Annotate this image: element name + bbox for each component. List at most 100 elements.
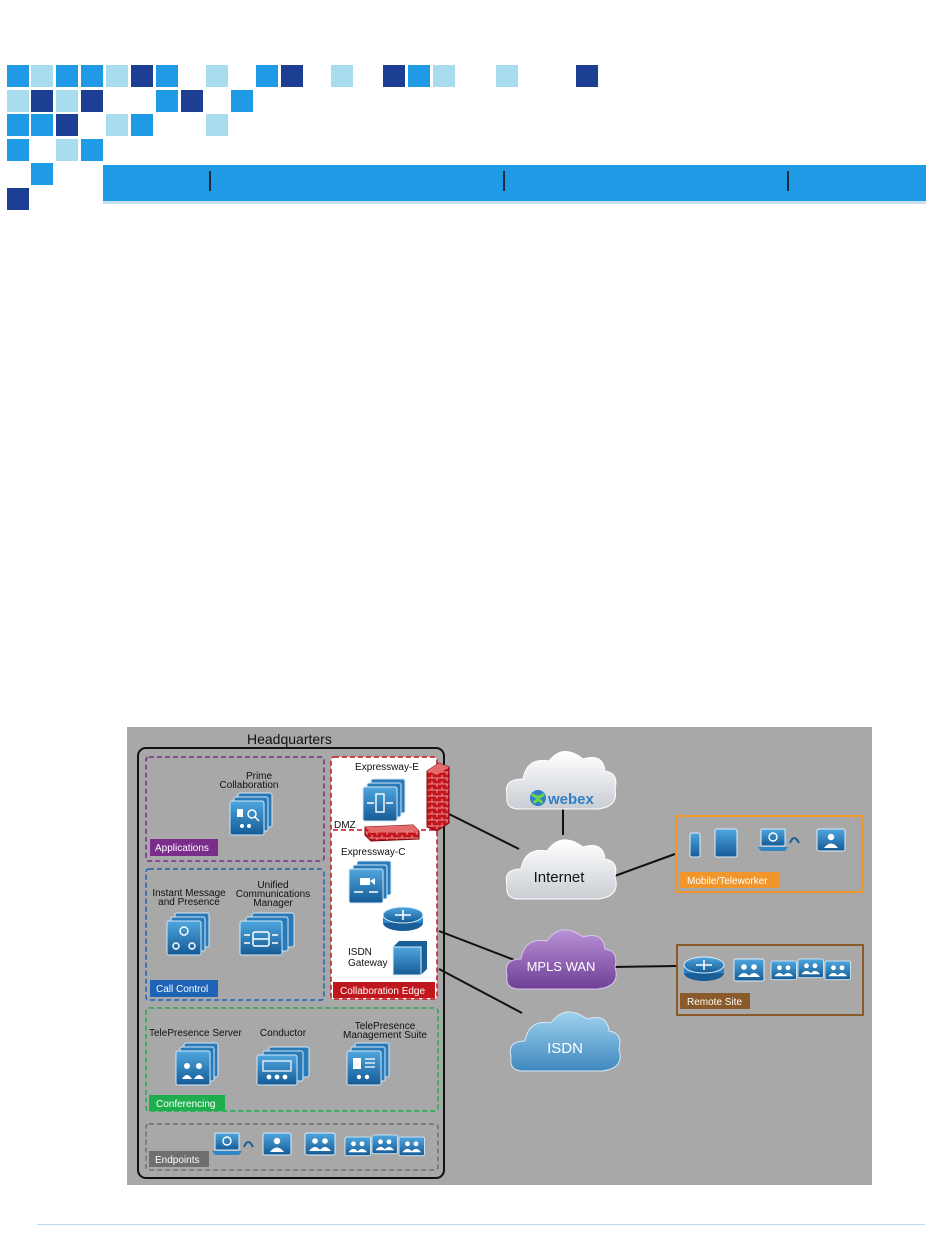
prime-collaboration-label-line1: Prime (246, 771, 273, 782)
dmz-label: DMZ (334, 820, 356, 831)
logo-tile (7, 139, 29, 161)
mobile-teleworker-badge (680, 872, 780, 888)
headquarters-label: Headquarters (247, 731, 332, 747)
mobile-teleworker-zone (675, 815, 863, 893)
link-edge-isdn (438, 968, 523, 1014)
video-endpoint-icon (816, 828, 846, 852)
tms-label-line2: Management Suite (343, 1030, 427, 1041)
remote-desk-endpoint-icon (733, 958, 765, 982)
tms-label-line1: TelePresence (355, 1021, 416, 1032)
logo-tile (81, 139, 103, 161)
logo-tile (433, 65, 455, 87)
logo-tile (496, 65, 518, 87)
internet-cloud: Internet (505, 839, 617, 900)
logo-tile (231, 90, 253, 112)
collaboration-edge-badge-label: Collaboration Edge (340, 986, 425, 997)
logo-tile (56, 90, 78, 112)
expressway-e-label: Expressway-E (355, 762, 419, 773)
logo-tile (206, 65, 228, 87)
firewall-vertical-icon (426, 762, 450, 832)
logo-tile (7, 114, 29, 136)
laptop-endpoint-icon (212, 1132, 254, 1155)
logo-tile (7, 90, 29, 112)
link-dmz-internet (446, 812, 520, 850)
logo-tile (31, 163, 53, 185)
softphone-laptop-icon (758, 828, 800, 851)
ucm-label-line2: Communications (236, 889, 310, 900)
logo-tile (206, 114, 228, 136)
applications-badge (150, 839, 218, 856)
header-bar-divider (503, 171, 505, 191)
logo-tile (7, 188, 29, 210)
logo-tile (56, 65, 78, 87)
collaboration-edge-badge (333, 982, 435, 998)
immersive-endpoint-icon (344, 1134, 425, 1157)
internet-cloud-label: Internet (534, 869, 586, 886)
call-control-badge (150, 980, 218, 997)
endpoints-badge (149, 1151, 209, 1167)
conferencing-badge-label: Conferencing (156, 1099, 215, 1110)
ucm-label-line3: Manager (253, 898, 293, 909)
logo-tile (31, 65, 53, 87)
conferencing-badge (149, 1095, 225, 1111)
mpls-wan-cloud: MPLS WAN (505, 929, 617, 990)
remote-site-badge (680, 993, 750, 1009)
collaboration-architecture-diagram: Headquarters Prime Collaboration Applica… (127, 727, 872, 1185)
call-control-zone (145, 868, 325, 1001)
isdn-cloud: ISDN (509, 1011, 621, 1072)
ucm-label-line1: Unified (257, 880, 288, 891)
logo-tile (281, 65, 303, 87)
conductor-server-icon (256, 1046, 310, 1086)
call-control-badge-label: Call Control (156, 984, 208, 995)
footer-rule (37, 1224, 925, 1225)
ucm-server-icon (239, 912, 295, 956)
applications-badge-label: Applications (155, 843, 209, 854)
expressway-e-server-icon (362, 778, 406, 822)
header-bar (103, 165, 926, 204)
im-presence-label-line2: and Presence (158, 897, 220, 908)
router-icon (382, 906, 424, 932)
expressway-c-server-icon (348, 860, 392, 904)
logo-tile (156, 90, 178, 112)
logo-tile (408, 65, 430, 87)
webex-cloud: webex (505, 751, 617, 810)
logo-tile (81, 90, 103, 112)
header-bar-divider (787, 171, 789, 191)
header-bar-divider (209, 171, 211, 191)
im-presence-label-line1: Instant Message (152, 888, 226, 899)
logo-tile (131, 65, 153, 87)
isdn-gateway-icon (392, 941, 427, 976)
tms-server-icon (346, 1042, 390, 1086)
remote-site-zone (676, 944, 864, 1016)
remote-site-badge-label: Remote Site (687, 997, 742, 1008)
remote-immersive-endpoint-icon (770, 958, 851, 981)
mobile-teleworker-badge-label: Mobile/Teleworker (687, 876, 768, 887)
link-edge-mpls (438, 930, 518, 962)
dual-endpoint-icon (304, 1132, 336, 1156)
mpls-wan-cloud-label: MPLS WAN (527, 959, 596, 974)
logo-tile (31, 90, 53, 112)
logo-tile (331, 65, 353, 87)
firewall-horizontal-icon (364, 824, 420, 842)
logo-tile (576, 65, 598, 87)
telepresence-server-label: TelePresence Server (149, 1028, 242, 1039)
tablet-icon (714, 828, 738, 858)
logo-tile (81, 65, 103, 87)
conferencing-zone (145, 1007, 439, 1112)
logo-tile (131, 114, 153, 136)
logo-tile (7, 65, 29, 87)
link-internet-mobile (611, 853, 676, 878)
logo-tile (56, 139, 78, 161)
conductor-label: Conductor (260, 1028, 307, 1039)
connection-lines (438, 809, 678, 1014)
im-presence-server-icon (166, 912, 210, 956)
prime-collaboration-label-line2: Collaboration (220, 780, 279, 791)
logo-tile (156, 65, 178, 87)
link-mpls-remote (610, 965, 678, 968)
telepresence-server-icon (175, 1042, 219, 1086)
logo-tile-grid (0, 0, 620, 215)
smartphone-icon (689, 832, 701, 858)
isdn-cloud-label: ISDN (547, 1040, 583, 1057)
logo-tile (106, 114, 128, 136)
remote-router-icon (683, 956, 725, 982)
